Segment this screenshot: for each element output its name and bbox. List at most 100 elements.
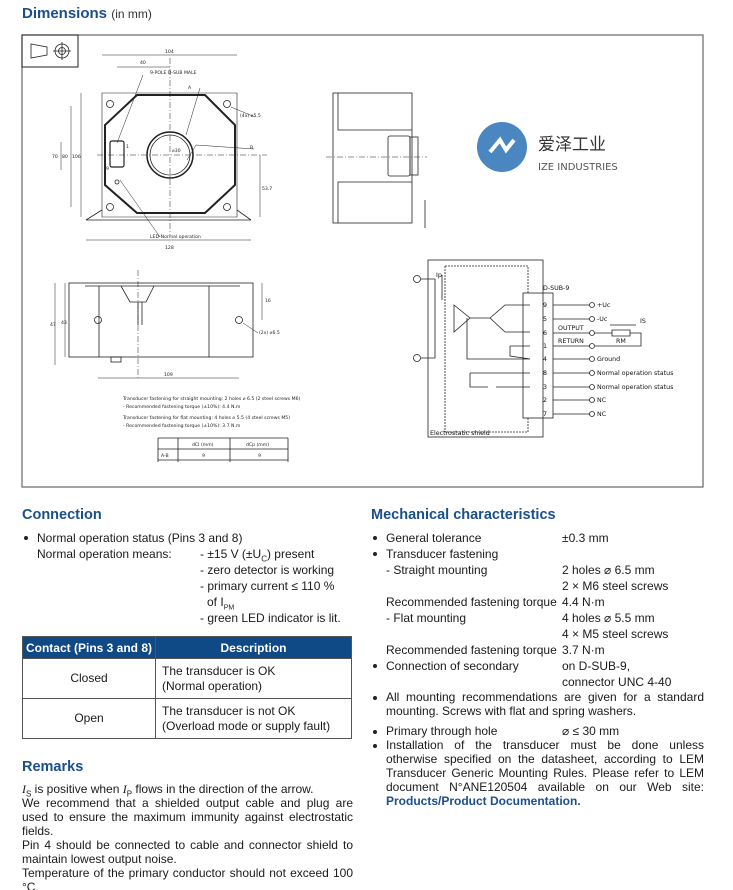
- svg-text:9: 9: [258, 453, 261, 459]
- svg-text:+Uc: +Uc: [597, 302, 611, 309]
- svg-text:2: 2: [543, 397, 547, 404]
- mounting-note: Transducer fastening for straight mounti…: [122, 396, 300, 402]
- dim-106-label: 106: [72, 154, 81, 160]
- product-documentation-link[interactable]: Products/Product Documentation.: [386, 794, 581, 808]
- drawing-frame: [21, 34, 704, 488]
- svg-text:Normal operation status: Normal operation status: [597, 370, 673, 377]
- remark-shielding: We recommend that a shielded output cabl…: [22, 796, 353, 838]
- front-view-labels: 104 40 9-POLE D-SUB MALE A B (4x) ⌀5.5 ⌀…: [52, 49, 272, 251]
- svg-text:IS: IS: [640, 318, 646, 325]
- remark-line: IS is positive when IP flows in the dire…: [22, 782, 314, 799]
- mech-value: 4 × M5 steel screws: [562, 627, 669, 641]
- contact-table: Contact (Pins 3 and 8)Description Closed…: [22, 636, 352, 739]
- point-b-label: B: [250, 145, 253, 151]
- mech-label: [386, 626, 562, 642]
- mech-value: 2 holes ⌀ 6.5 mm: [562, 563, 655, 577]
- mech-value: ±0.3 mm: [562, 531, 609, 545]
- dim-40-label: 40: [140, 60, 146, 66]
- connection-bullet: Normal operation status (Pins 3 and 8): [23, 531, 243, 545]
- svg-text:4: 4: [543, 356, 547, 363]
- logo-en: IZE INDUSTRIES: [538, 162, 618, 173]
- dim-537-label: 53.7: [262, 186, 272, 192]
- svg-text:3: 3: [543, 384, 547, 391]
- table-header: Description: [155, 636, 352, 659]
- svg-text:6: 6: [543, 330, 547, 337]
- svg-text:Electrostatic shield: Electrostatic shield: [430, 430, 490, 437]
- svg-text:8: 8: [543, 370, 547, 377]
- front-view: [60, 54, 267, 241]
- svg-text:7: 7: [543, 411, 547, 418]
- mech-label: [386, 578, 562, 594]
- dim-104-label: 104: [165, 49, 174, 55]
- hole-label: (4x) ⌀5.5: [240, 113, 261, 119]
- through-hole-label: Primary through hole: [386, 724, 498, 738]
- mech-label: Connection of secondary: [386, 659, 519, 673]
- mech-label: Transducer fastening: [386, 547, 499, 561]
- means-item: - ±15 V (±UC) present: [200, 547, 315, 564]
- dim-70-label: 70: [52, 154, 58, 160]
- installation-note: Installation of the transducer must be d…: [373, 738, 704, 808]
- mech-value: 2 × M6 steel screws: [562, 579, 669, 593]
- remark-temperature: Temperature of the primary conductor sho…: [22, 866, 353, 890]
- svg-text:9: 9: [543, 302, 547, 309]
- mech-value: connector UNC 4-40: [562, 675, 672, 689]
- svg-text:RETURN: RETURN: [558, 338, 584, 345]
- mech-label: - Flat mounting: [386, 611, 467, 625]
- pin9-label: 9: [106, 166, 109, 172]
- svg-text:NC: NC: [597, 411, 607, 418]
- mounting-note: Transducer fastening for flat mounting: …: [122, 415, 290, 421]
- dimension-drawing: 104 40 9-POLE D-SUB MALE A B (4x) ⌀5.5 ⌀…: [21, 34, 704, 488]
- mech-row: Transducer fastening: [373, 546, 704, 562]
- svg-text:Normal operation status: Normal operation status: [597, 384, 673, 391]
- mech-value: 4 holes ⌀ 5.5 mm: [562, 611, 655, 625]
- side-view: [326, 92, 427, 228]
- means-item: of IPM: [207, 595, 235, 612]
- mech-value: on D-SUB-9,: [562, 659, 631, 673]
- dim-80-label: 80: [62, 154, 68, 160]
- svg-text:-Uc: -Uc: [597, 316, 608, 323]
- mech-label: Recommended fastening torque: [386, 595, 557, 609]
- svg-text:D-SUB-9: D-SUB-9: [543, 285, 569, 292]
- means-item: - primary current ≤ 110 %: [200, 579, 335, 593]
- mech-label: [386, 674, 562, 690]
- dim-47-label: 47: [50, 322, 56, 328]
- bottom-view-labels: 47 43 16 (2x) ⌀6.5 109 Transducer fasten…: [50, 298, 300, 429]
- circuit-diagram: D-SUB-9 Ip IS RM OUTPUT RETURN Electrost…: [413, 259, 673, 438]
- svg-text:OUTPUT: OUTPUT: [558, 325, 584, 332]
- diameter-label: ⌀30: [172, 148, 181, 154]
- mech-label: Recommended fastening torque: [386, 643, 557, 657]
- svg-text:Ground: Ground: [597, 356, 620, 363]
- hole-label: (2x) ⌀6.5: [259, 330, 280, 336]
- dim-109-label: 109: [164, 372, 173, 378]
- logo: 爱泽工业 IZE INDUSTRIES: [477, 122, 618, 173]
- dim-16-label: 16: [265, 298, 271, 304]
- mech-value: 4.4 N·m: [562, 595, 605, 609]
- svg-text:1: 1: [543, 343, 547, 350]
- projection-symbol-icon: [21, 34, 79, 68]
- svg-text:5: 5: [543, 316, 547, 323]
- point-a-label: A: [188, 85, 192, 91]
- table-header: Contact (Pins 3 and 8): [22, 636, 156, 659]
- svg-text:9: 9: [202, 453, 205, 459]
- logo-cn: 爱泽工业: [538, 135, 606, 155]
- svg-text:dCI (mm): dCI (mm): [192, 442, 214, 448]
- remarks-body: IS is positive when IP flows in the dire…: [22, 782, 353, 890]
- mech-value: 3.7 N·m: [562, 643, 605, 657]
- mech-row: 4 × M5 steel screws: [386, 626, 704, 642]
- means-item: - zero detector is working: [200, 563, 335, 577]
- means-item: - green LED indicator is lit.: [200, 611, 341, 625]
- mech-row: Recommended fastening torque 3.7 N·m: [386, 642, 704, 658]
- mechanical-heading: Mechanical characteristics: [371, 507, 556, 523]
- dimensions-heading: Dimensions (in mm): [22, 5, 152, 22]
- mech-row: - Flat mounting 4 holes ⌀ 5.5 mm: [386, 610, 704, 626]
- mech-value: [562, 546, 704, 562]
- through-hole-row: Primary through hole ⌀ ≤ 30 mm: [373, 724, 704, 738]
- svg-text:RM: RM: [616, 338, 626, 345]
- bottom-view: [54, 270, 263, 380]
- means-label: Normal operation means:: [37, 547, 172, 561]
